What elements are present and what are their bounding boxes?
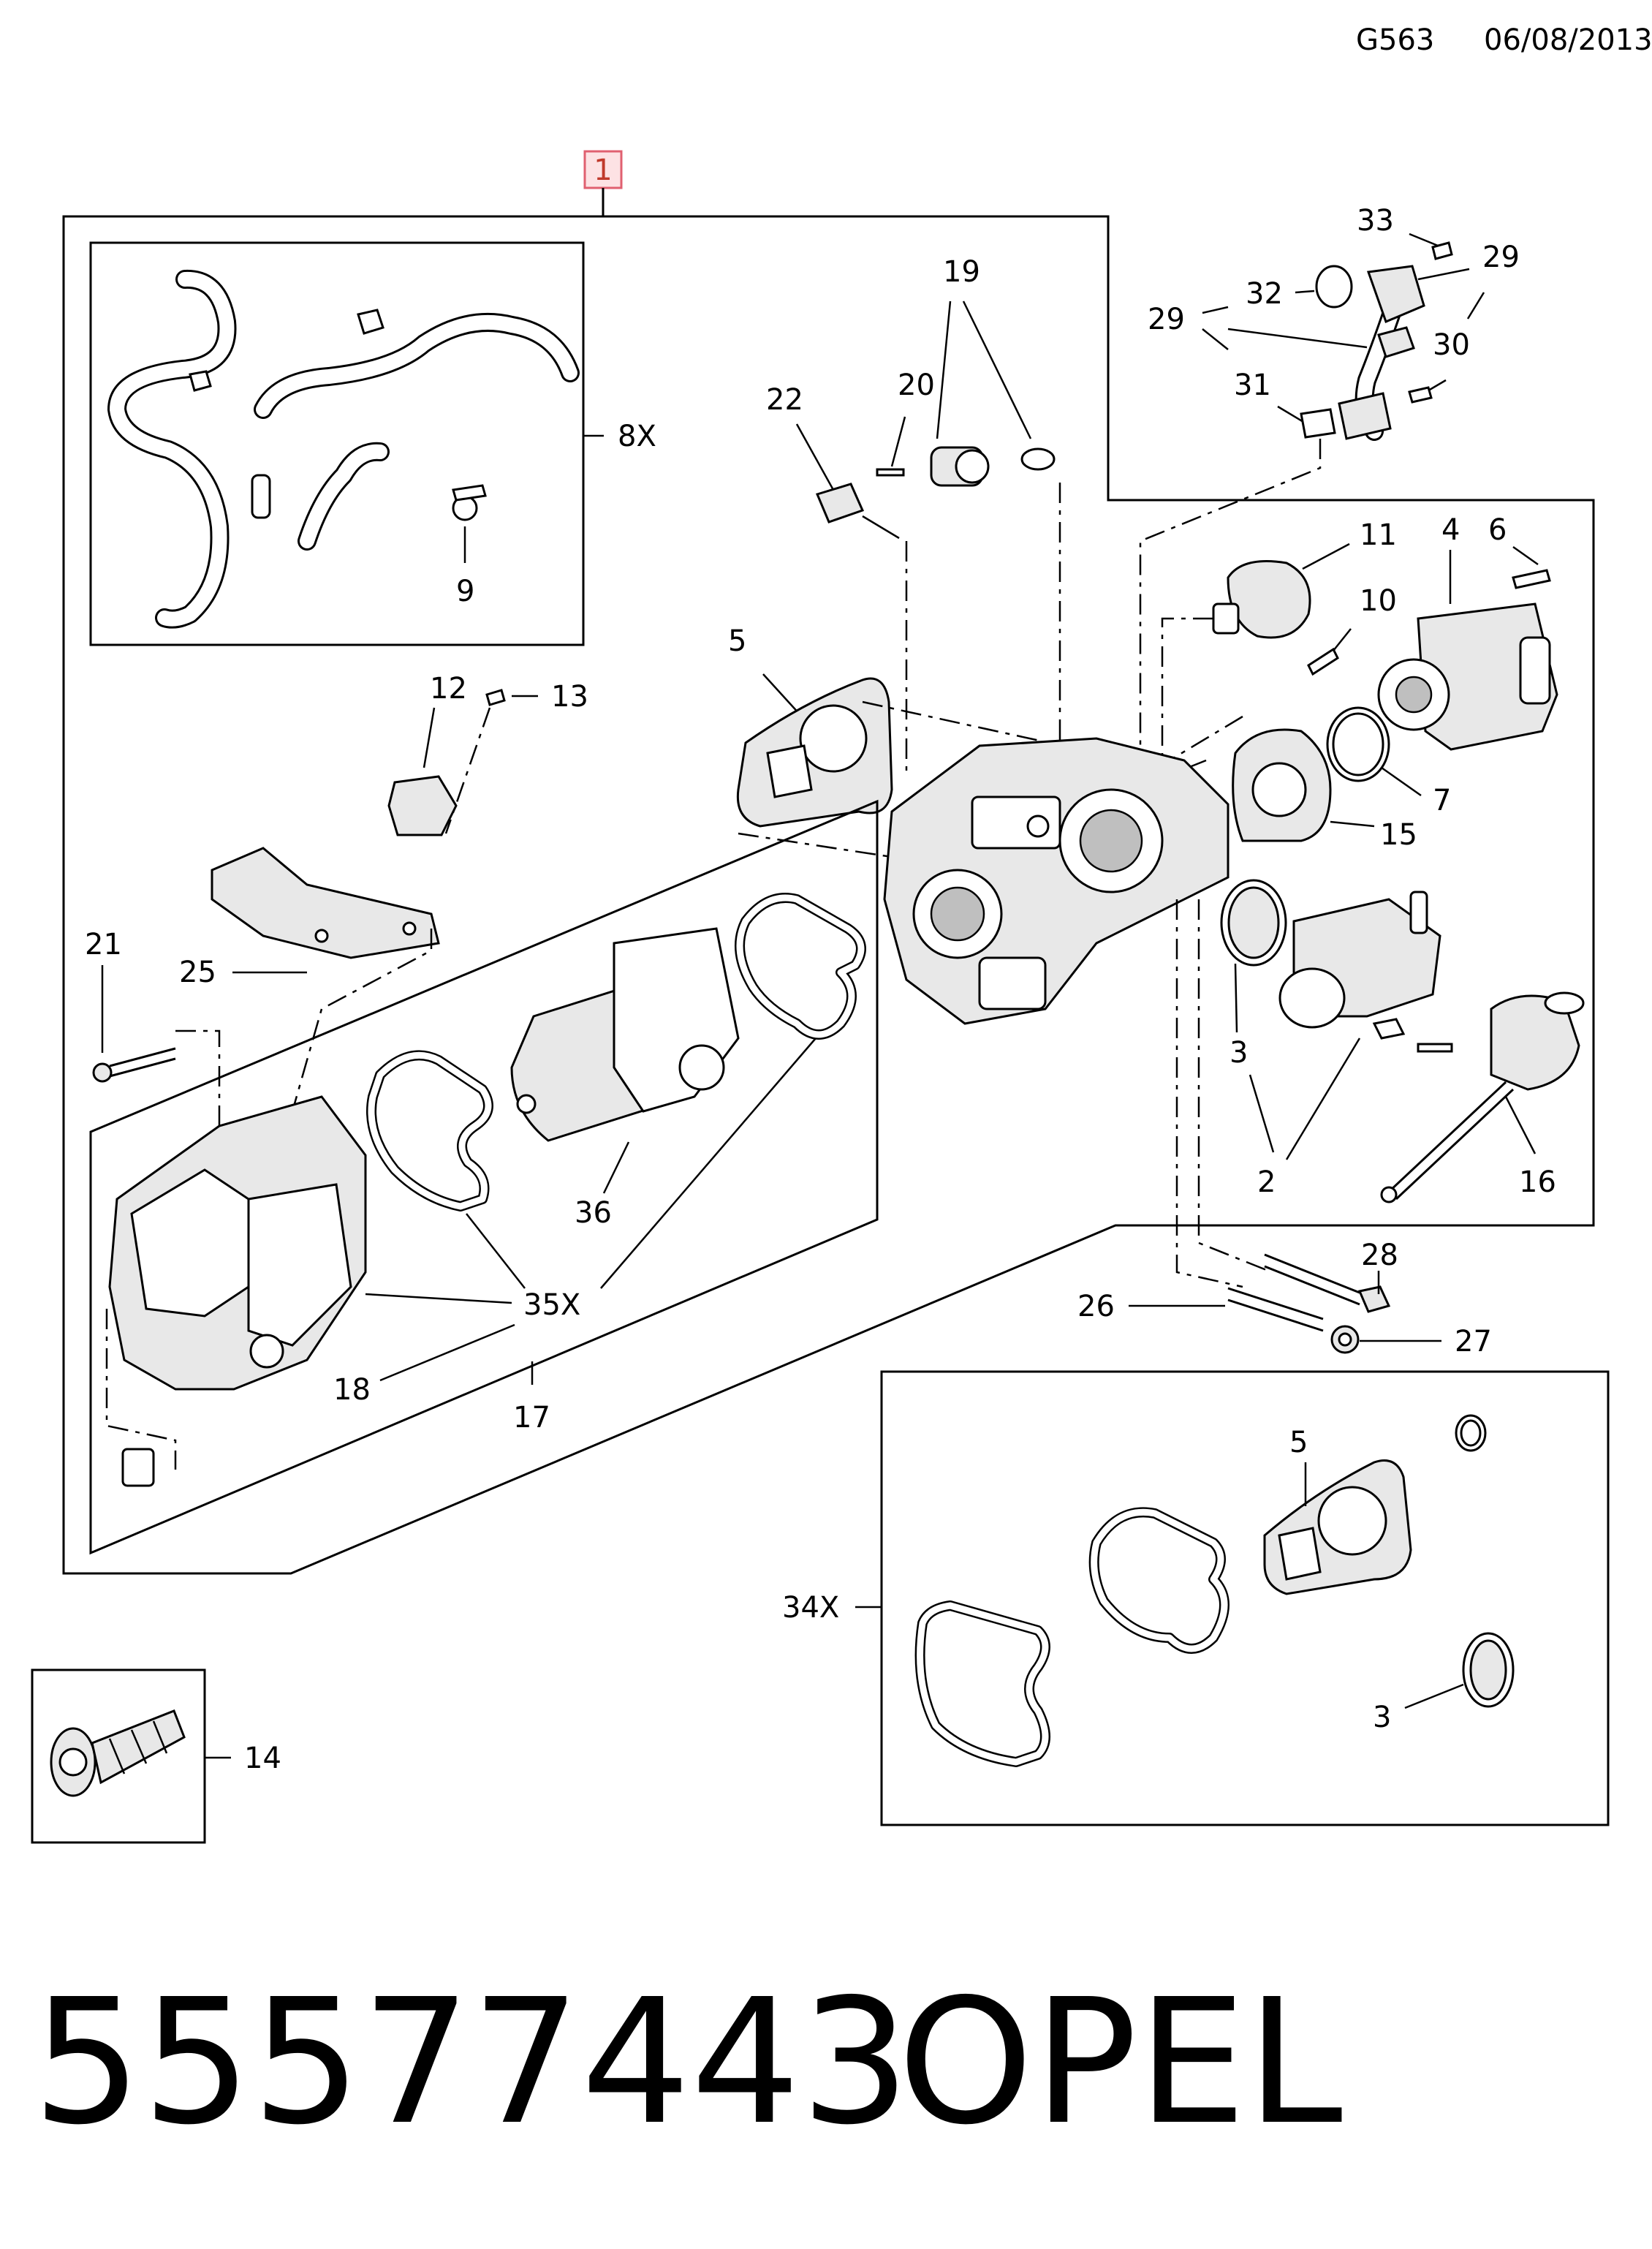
callout-31: 31	[1234, 368, 1271, 402]
callout-17: 17	[513, 1401, 550, 1435]
central-housing	[883, 737, 1229, 1025]
main-callout-label: 1	[594, 154, 612, 187]
gasket-15	[1232, 728, 1332, 842]
callout-13: 13	[551, 680, 588, 714]
gasket-35x-left	[366, 1050, 493, 1212]
nut-27	[1330, 1325, 1360, 1354]
diagram-date: 06/08/2013	[1484, 23, 1652, 57]
gasket-35x-right	[735, 893, 866, 1040]
callout-29b: 29	[1148, 303, 1185, 336]
kit-oring	[1455, 1414, 1487, 1452]
bolt-21	[92, 1047, 176, 1083]
callout-33: 33	[1357, 204, 1394, 238]
callout-25: 25	[179, 956, 216, 989]
hose-kit-box	[89, 241, 585, 646]
torx-screw-14	[50, 1709, 186, 1797]
callout-20: 20	[898, 368, 935, 402]
egr-cooler-box	[89, 799, 879, 1555]
callout-30: 30	[1433, 328, 1470, 362]
callout-8x: 8X	[618, 420, 656, 453]
sensor-12	[387, 775, 458, 836]
thermostat-11	[1212, 560, 1311, 639]
callout-4: 4	[1441, 513, 1460, 547]
water-pump-4	[1377, 602, 1558, 751]
bracket-25	[211, 847, 440, 959]
callout-27: 27	[1455, 1325, 1492, 1358]
sensor-22	[815, 483, 900, 540]
kit-seal-3	[1462, 1632, 1515, 1708]
bolt-28	[1264, 1253, 1391, 1313]
hose-clamp-9	[452, 484, 487, 521]
callout-12: 12	[430, 672, 467, 706]
callout-35x: 35X	[523, 1288, 580, 1322]
bolt-26	[1227, 1287, 1324, 1332]
callout-22: 22	[766, 383, 803, 417]
kit-gasket-5	[1263, 1459, 1412, 1595]
callout-9: 9	[456, 575, 474, 608]
callout-16: 16	[1519, 1165, 1556, 1199]
screw-inset-box	[31, 1668, 206, 1844]
callout-7: 7	[1433, 784, 1451, 817]
callout-10: 10	[1360, 584, 1397, 618]
callout-29a: 29	[1482, 241, 1520, 274]
diagram-code: G563	[1356, 23, 1434, 57]
callout-21: 21	[85, 928, 122, 961]
part-number: 55577443	[32, 1962, 910, 2163]
callout-36: 36	[575, 1196, 612, 1230]
callout-3b: 3	[1373, 1701, 1391, 1734]
callout-34x: 34X	[782, 1591, 839, 1625]
cooler-core-36	[510, 927, 740, 1142]
callout-18: 18	[333, 1373, 371, 1407]
brand-name: OPEL	[898, 1962, 1343, 2163]
callout-28: 28	[1361, 1239, 1398, 1272]
assembly-outline	[62, 215, 1595, 1575]
kit-gasket-medium	[1088, 1507, 1229, 1654]
callout-26: 26	[1077, 1290, 1115, 1323]
callout-2: 2	[1257, 1165, 1276, 1199]
callout-15: 15	[1380, 818, 1417, 852]
callout-5a: 5	[728, 624, 746, 658]
thermostat-housing-2	[1220, 879, 1453, 1053]
callout-5b: 5	[1289, 1426, 1308, 1459]
coolant-pipe-29	[1338, 265, 1425, 441]
callout-14: 14	[244, 1742, 281, 1775]
kit-gasket-large	[914, 1600, 1050, 1767]
temperature-sensor-housing	[876, 446, 1056, 487]
gasket-kit-box	[880, 1370, 1610, 1826]
egr-cooler-18	[108, 1095, 367, 1487]
oring-7	[1326, 706, 1390, 782]
callout-11: 11	[1360, 518, 1397, 552]
actuator-16	[1380, 991, 1585, 1203]
callout-19: 19	[943, 255, 980, 289]
callout-6: 6	[1488, 513, 1507, 547]
gasket-5	[736, 677, 893, 828]
hose-set	[107, 270, 580, 629]
callout-3a: 3	[1229, 1036, 1248, 1070]
callout-32: 32	[1246, 277, 1283, 311]
